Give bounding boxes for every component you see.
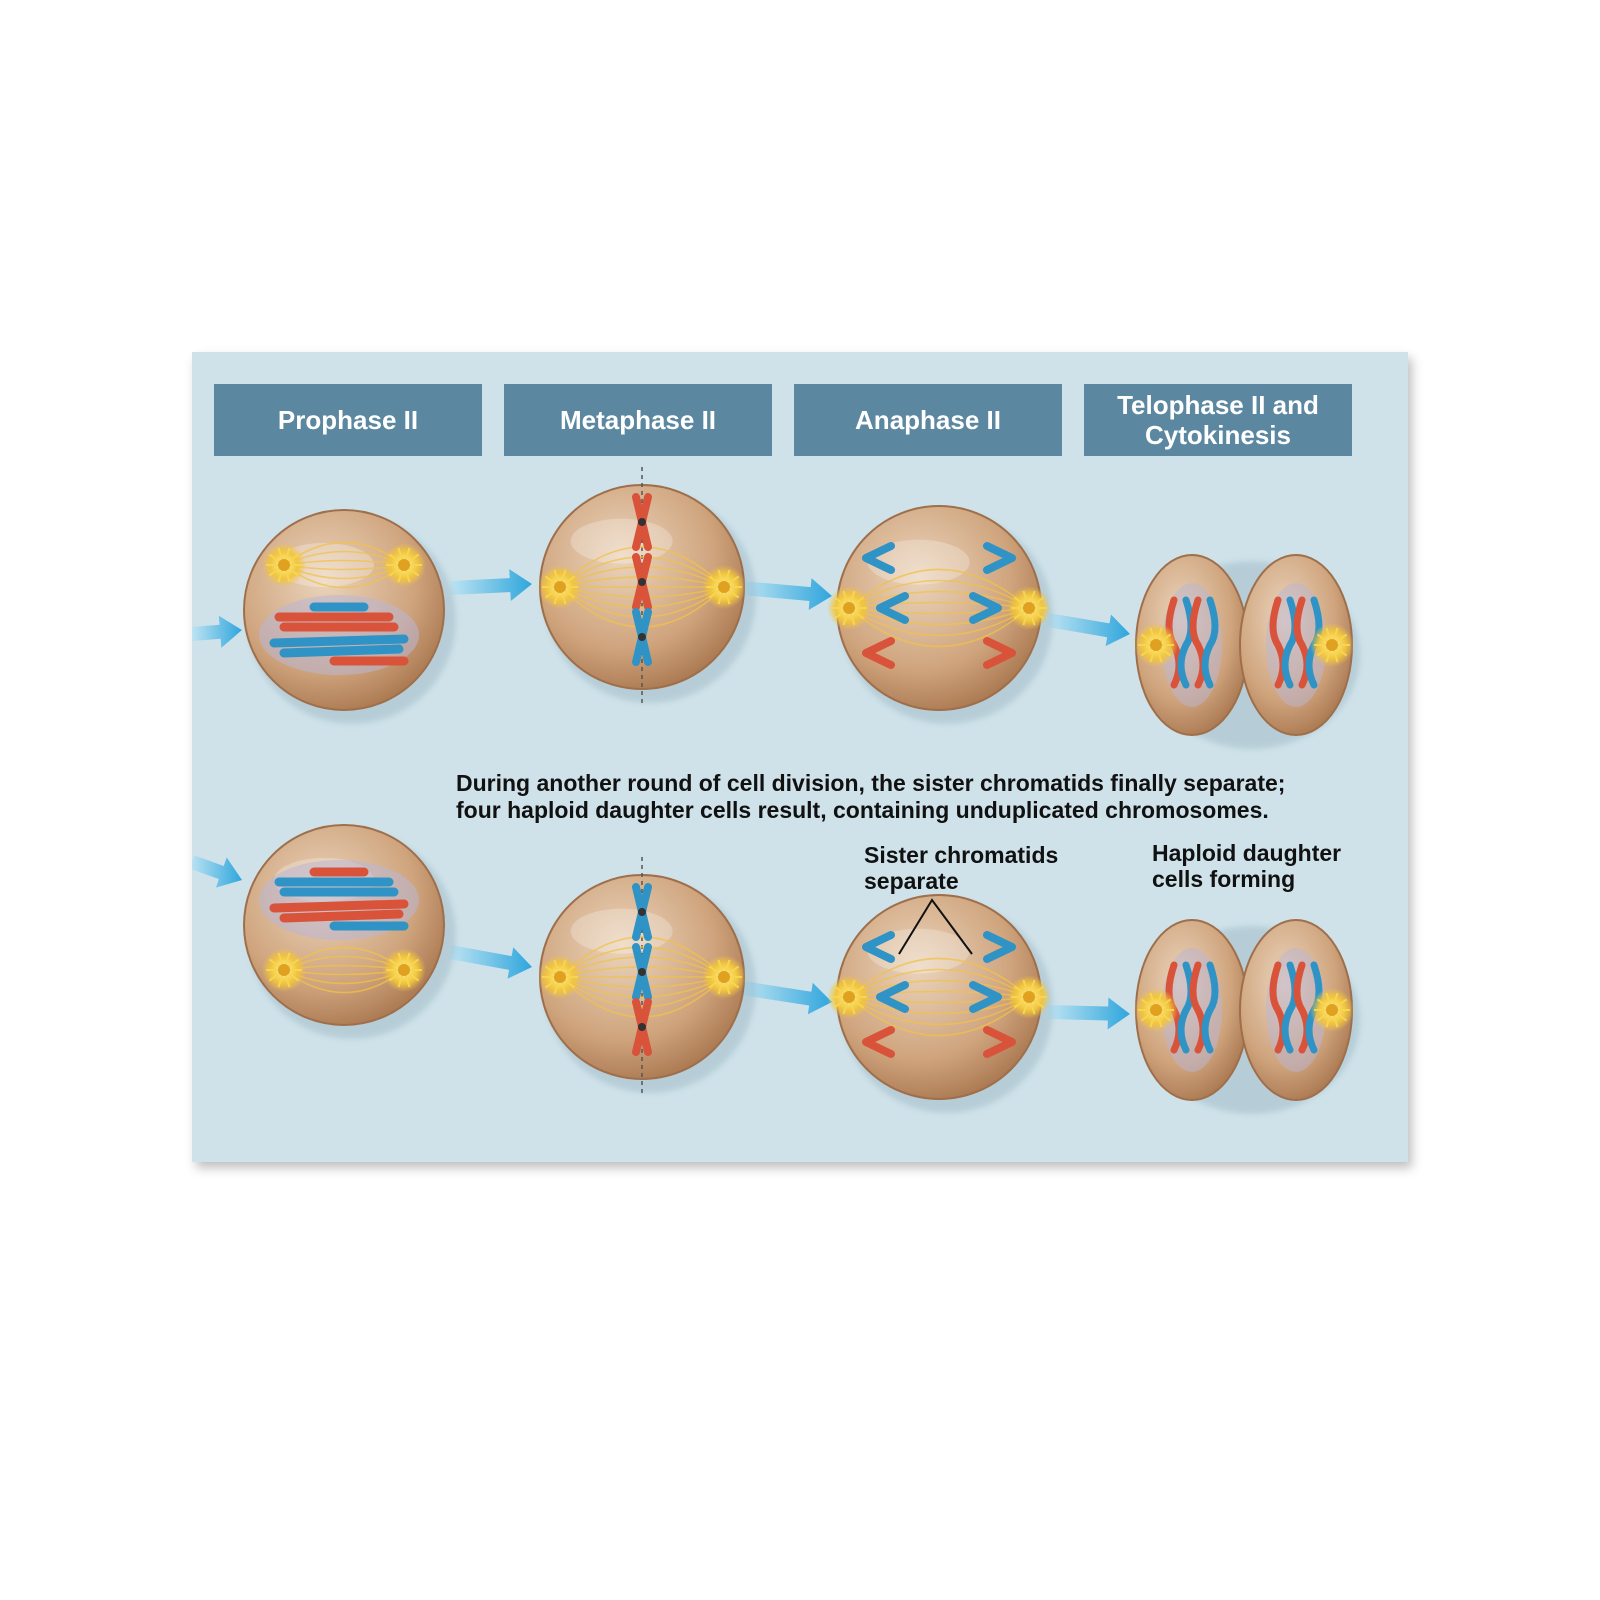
spindle-fiber (559, 946, 725, 978)
spindle-fiber (848, 968, 1030, 998)
diagram-canvas (192, 352, 1408, 1162)
phase-label-metaphase-ii: Metaphase II (559, 405, 717, 435)
separating-chromatid (983, 542, 1016, 574)
sister-label-line-2: separate (864, 868, 959, 894)
flow-arrow (449, 569, 532, 602)
caption-line-2: four haploid daughter cells result, cont… (456, 797, 1269, 823)
caption: During another round of cell division, t… (456, 770, 1396, 824)
phase-label-anaphase-ii: Anaphase II (855, 405, 1001, 435)
chromosome (1189, 961, 1207, 1054)
separating-chromatid (862, 1026, 895, 1058)
spindle-fiber (559, 936, 725, 978)
chromosome (1281, 961, 1299, 1054)
separating-chromatid (862, 637, 895, 669)
sister-chromatids-label: Sister chromatids separate (864, 842, 1058, 894)
separating-chromatid (969, 592, 1002, 624)
centromere (638, 518, 646, 526)
centromere (638, 578, 646, 586)
flow-arrow (448, 945, 532, 979)
haploid-label-line-2: cells forming (1152, 866, 1296, 892)
flow-arrow (1046, 613, 1130, 647)
cell-highlight (570, 908, 673, 954)
phase-box-anaphase-ii: Anaphase II (794, 384, 1062, 456)
spindle-fiber (848, 568, 1030, 609)
centromere (638, 1023, 646, 1031)
chromosome (1269, 961, 1287, 1054)
spindle-fiber (848, 979, 1030, 998)
cell-highlight (570, 518, 673, 564)
centromere (638, 633, 646, 641)
flow-arrow (192, 615, 242, 648)
phase-box-metaphase-ii: Metaphase II (504, 384, 772, 456)
phase-label-prophase-ii: Prophase II (277, 405, 419, 435)
pointer-lines (898, 898, 973, 955)
separating-chromatid (969, 981, 1002, 1013)
spindle-fiber (848, 607, 1030, 637)
spindle-fiber (848, 996, 1030, 1026)
phase-label-telophase-ii: Telophase II and Cytokinesis (1117, 390, 1319, 450)
phase-box-prophase-ii: Prophase II (214, 384, 482, 456)
metaphase-ii-cell (538, 857, 756, 1097)
spindle-fiber (848, 607, 1030, 626)
telophase-ii-cells (1134, 919, 1360, 1114)
spindle-fiber (848, 996, 1030, 1015)
chromosome (1177, 596, 1195, 689)
spindle-fiber (559, 546, 725, 588)
chromosome (1201, 596, 1219, 689)
telophase-ii-cells (1134, 554, 1360, 749)
separating-chromatid (983, 931, 1016, 963)
anaphase-ii-cell (827, 894, 1053, 1113)
chromatid (279, 909, 404, 923)
chromosome (1293, 961, 1311, 1054)
prophase-ii-cell (243, 824, 456, 1039)
anaphase-ii-cell (827, 505, 1053, 724)
spindle-fiber (559, 556, 725, 588)
chromatid (269, 634, 409, 648)
separating-chromatid (876, 592, 909, 624)
spindle-fiber (848, 607, 1030, 648)
prophase-ii-cell (243, 509, 456, 724)
caption-line-1: During another round of cell division, t… (456, 770, 1286, 796)
meiosis-ii-poster: Prophase II Metaphase II Anaphase II Tel… (192, 352, 1408, 1162)
spindle-fiber (848, 996, 1030, 1037)
chromosome (1269, 596, 1287, 689)
haploid-daughter-label: Haploid daughter cells forming (1152, 840, 1341, 892)
chromatid (279, 644, 404, 658)
chromosome (1189, 596, 1207, 689)
separating-chromatid (876, 981, 909, 1013)
flow-arrow (741, 578, 832, 610)
sister-label-line-1: Sister chromatids (864, 842, 1059, 868)
centromere (638, 908, 646, 916)
separating-chromatid (983, 1026, 1016, 1058)
separating-chromatid (862, 931, 895, 963)
flow-arrow (192, 855, 242, 888)
flow-arrow (1047, 997, 1130, 1030)
spindle-fiber (848, 579, 1030, 609)
flow-arrow (740, 981, 832, 1015)
chromosome (1201, 961, 1219, 1054)
centromere (638, 968, 646, 976)
haploid-label-line-1: Haploid daughter (1152, 840, 1342, 866)
spindle-fiber (559, 586, 725, 618)
separating-chromatid (862, 542, 895, 574)
spindle-fiber (848, 957, 1030, 998)
chromatid (269, 899, 409, 913)
metaphase-ii-cell (538, 467, 756, 707)
chromosome (1177, 961, 1195, 1054)
spindle-fiber (848, 590, 1030, 609)
separating-chromatid (983, 637, 1016, 669)
phase-box-telophase-ii: Telophase II and Cytokinesis (1084, 384, 1352, 456)
chromosome (1281, 596, 1299, 689)
spindle-fiber (559, 976, 725, 1008)
chromosome (1293, 596, 1311, 689)
